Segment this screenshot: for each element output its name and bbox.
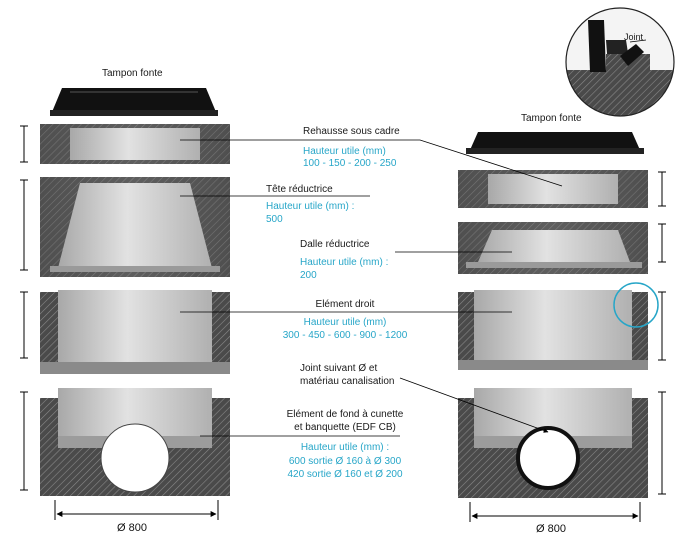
riser-ring-right — [458, 170, 648, 208]
element-spec-values: 300 - 450 - 600 - 900 - 1200 — [282, 330, 408, 341]
fond-spec-label: Hauteur utile (mm) : — [300, 442, 390, 453]
fond-spec-values-2: 420 sortie Ø 160 et Ø 200 — [287, 469, 403, 480]
straight-element-right — [458, 290, 648, 370]
tete-spec-values: 500 — [266, 214, 283, 225]
diameter-dimension-right — [469, 502, 641, 522]
tampon-label-right: Tampon fonte — [521, 113, 582, 124]
cast-iron-cover-right — [466, 132, 644, 154]
fond-spec-values-1: 600 sortie Ø 160 à Ø 300 — [288, 456, 402, 467]
tete-name: Tête réductrice — [266, 184, 333, 195]
dalle-spec-label: Hauteur utile (mm) : — [300, 257, 389, 268]
joint-highlight-circle — [613, 282, 659, 328]
base-element-left — [40, 388, 230, 496]
straight-element-left — [40, 290, 230, 374]
element-name: Elément droit — [315, 299, 375, 310]
diameter-label-left: Ø 800 — [117, 522, 147, 534]
diameter-label-right: Ø 800 — [536, 523, 566, 535]
diameter-dimension-left — [54, 500, 219, 520]
leader-lines — [180, 139, 563, 437]
joint-detail-inset — [565, 7, 675, 117]
tete-spec-label: Hauteur utile (mm) : — [266, 201, 355, 212]
base-element-right — [458, 388, 648, 498]
joint-inset-label: Joint — [624, 32, 644, 42]
reducing-slab-right — [458, 222, 648, 274]
reducing-cone-left — [40, 177, 230, 277]
tampon-label-left: Tampon fonte — [102, 68, 163, 79]
cast-iron-cover-left — [50, 88, 218, 116]
rehausse-spec-label: Hauteur utile (mm) — [303, 146, 386, 157]
height-markers-left — [20, 125, 28, 491]
joint-name-line1: Joint suivant Ø et — [300, 363, 378, 374]
fond-name-line1: Elément de fond à cunette — [286, 409, 404, 420]
rehausse-spec-values: 100 - 150 - 200 - 250 — [303, 158, 397, 169]
element-spec-label: Hauteur utile (mm) — [303, 317, 387, 328]
joint-name-line2: matériau canalisation — [300, 376, 395, 387]
riser-ring-left — [40, 124, 230, 164]
rehausse-name: Rehausse sous cadre — [303, 126, 400, 137]
dalle-spec-values: 200 — [300, 270, 317, 281]
dalle-name: Dalle réductrice — [300, 239, 370, 250]
height-markers-right — [658, 171, 666, 495]
fond-name-line2: et banquette (EDF CB) — [294, 422, 396, 433]
